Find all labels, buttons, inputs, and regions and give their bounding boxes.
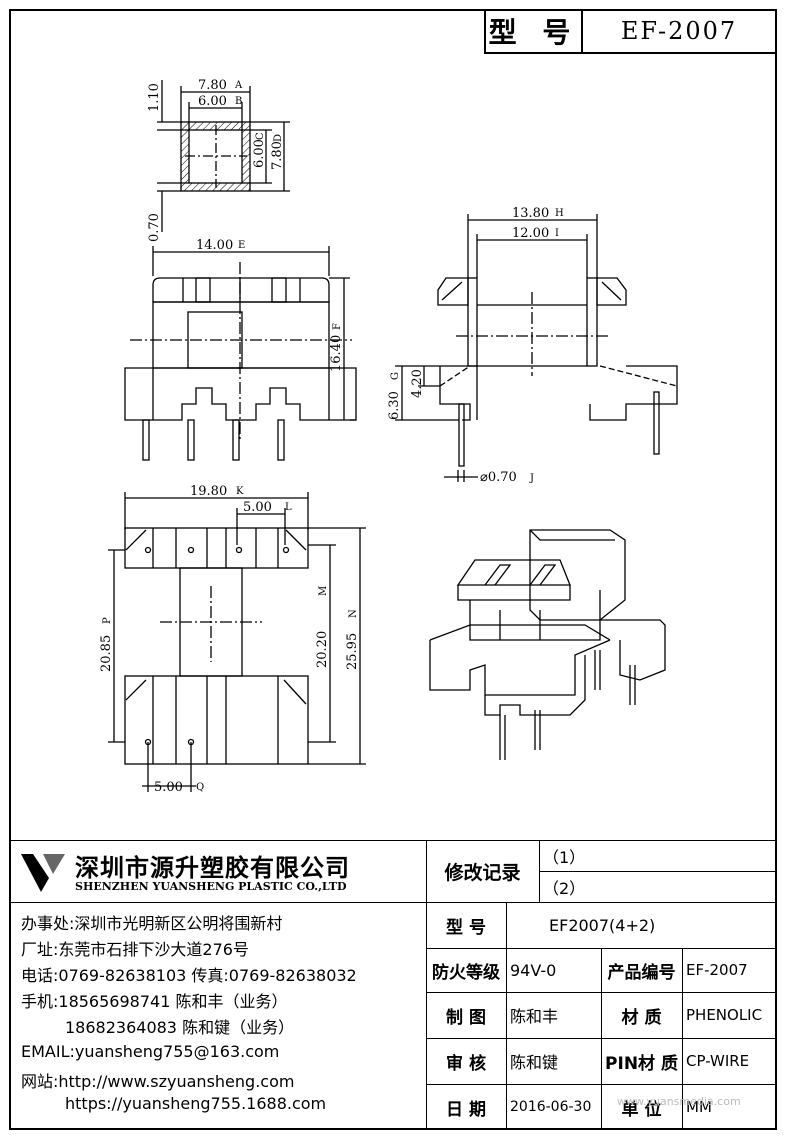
revision-1: （1） bbox=[543, 847, 586, 867]
factory-address: 厂址:东莞市石排下沙大道276号 bbox=[21, 940, 249, 959]
tag-d: D bbox=[273, 134, 284, 142]
website-1[interactable]: 网站:http://www.szyuansheng.com bbox=[21, 1072, 295, 1091]
drawing-sheet bbox=[9, 9, 777, 1130]
product-no-label: 产品编号 bbox=[607, 962, 676, 983]
isometric-view bbox=[429, 529, 666, 760]
dim-7-80-d: 7.80 bbox=[270, 141, 285, 170]
tag-l: L bbox=[285, 502, 292, 513]
tag-n: N bbox=[348, 609, 359, 618]
company-logo-icon bbox=[21, 854, 65, 892]
fire-rating-label: 防火等级 bbox=[432, 962, 500, 983]
mobile-2: 18682364083 陈和键（业务） bbox=[65, 1018, 295, 1037]
tag-c: C bbox=[255, 132, 266, 140]
tag-g: G bbox=[390, 372, 401, 380]
dim-20-85: 20.85 bbox=[99, 635, 114, 672]
pin-material-label: PIN材 质 bbox=[605, 1053, 678, 1074]
office-address: 办事处:深圳市光明新区公明将围新村 bbox=[21, 914, 283, 933]
revision-2: （2） bbox=[543, 878, 586, 898]
fire-rating-value: 94V-0 bbox=[510, 960, 557, 980]
dim-7-80-a: 7.80 bbox=[198, 78, 227, 93]
title-block: 深圳市源升塑胶有限公司 SHENZHEN YUANSHENG PLASTIC C… bbox=[9, 840, 777, 1130]
product-no-value: EF-2007 bbox=[686, 961, 748, 979]
tag-k: K bbox=[236, 486, 244, 497]
model-label: 型 号 bbox=[486, 10, 583, 52]
mobile-1: 手机:18565698741 陈和丰（业务） bbox=[21, 992, 288, 1011]
dim-12-00: 12.00 bbox=[512, 226, 549, 241]
pin-material-value: CP-WIRE bbox=[686, 1052, 750, 1070]
dim-5-00-q: 5.00 bbox=[154, 780, 183, 795]
material-value: PHENOLIC bbox=[686, 1006, 763, 1024]
dim-20-20: 20.20 bbox=[315, 631, 330, 668]
technical-drawing: 7.80 A 6.00 B 1.10 0.70 6.00 C 7.80 D 14… bbox=[99, 78, 678, 795]
dim-6-00-c: 6.00 bbox=[252, 139, 267, 168]
checked-by-label: 审 核 bbox=[446, 1053, 486, 1074]
tag-b: B bbox=[235, 96, 242, 107]
unit-label: 单 位 bbox=[621, 1099, 662, 1120]
front-view bbox=[124, 246, 357, 461]
dim-1-10: 1.10 bbox=[147, 83, 162, 112]
model-value-2: EF2007(4+2) bbox=[549, 915, 656, 935]
tag-i: I bbox=[555, 228, 559, 239]
tag-h: H bbox=[555, 208, 564, 219]
tag-f: F bbox=[332, 323, 343, 330]
dim-14-00: 14.00 bbox=[196, 238, 233, 253]
core-section-view bbox=[157, 80, 290, 232]
date-label: 日 期 bbox=[446, 1099, 486, 1120]
tag-p: P bbox=[102, 617, 113, 624]
date-value: 2016-06-30 bbox=[510, 1099, 592, 1115]
dim-25-95: 25.95 bbox=[345, 633, 360, 670]
dim-6-30: 6.30 bbox=[387, 391, 402, 420]
model-value: EF-2007 bbox=[620, 17, 738, 45]
dim-0-70: 0.70 bbox=[147, 213, 162, 242]
company-name-en: SHENZHEN YUANSHENG PLASTIC CO.,LTD bbox=[75, 880, 347, 893]
dim-19-80: 19.80 bbox=[190, 484, 227, 499]
dim-4-20: 4.20 bbox=[410, 369, 425, 398]
dim-5-00-l: 5.00 bbox=[243, 500, 272, 515]
bottom-view bbox=[108, 492, 366, 792]
title-block-model: 型 号 EF-2007 bbox=[484, 10, 777, 54]
tag-a: A bbox=[234, 80, 243, 91]
material-label: 材 质 bbox=[621, 1007, 662, 1028]
company-name-cn: 深圳市源升塑胶有限公司 bbox=[75, 854, 350, 882]
website-2[interactable]: https://yuansheng755.1688.com bbox=[65, 1094, 327, 1113]
model-label-2: 型 号 bbox=[446, 917, 486, 938]
drawn-by-value: 陈和丰 bbox=[510, 1007, 559, 1026]
tag-m: M bbox=[318, 586, 329, 596]
drawn-by-label: 制 图 bbox=[446, 1007, 486, 1028]
checked-by-value: 陈和键 bbox=[510, 1053, 559, 1072]
dim-6-00-b: 6.00 bbox=[198, 94, 227, 109]
side-view bbox=[395, 214, 678, 482]
tag-j: J bbox=[529, 473, 534, 484]
tag-e: E bbox=[238, 240, 245, 251]
tag-q: Q bbox=[196, 782, 204, 793]
phone-fax: 电话:0769-82638103 传真:0769-82638032 bbox=[21, 966, 357, 985]
unit-value: MM bbox=[686, 1098, 712, 1116]
revision-label: 修改记录 bbox=[444, 861, 521, 884]
watermark-text: www.yuansmedia.com bbox=[617, 1095, 741, 1108]
dim-phi-0-70: ⌀0.70 bbox=[480, 470, 517, 485]
dim-13-80: 13.80 bbox=[512, 206, 549, 221]
email[interactable]: EMAIL:yuansheng755@163.com bbox=[21, 1042, 280, 1061]
dim-16-40: 16.40 bbox=[329, 335, 344, 372]
